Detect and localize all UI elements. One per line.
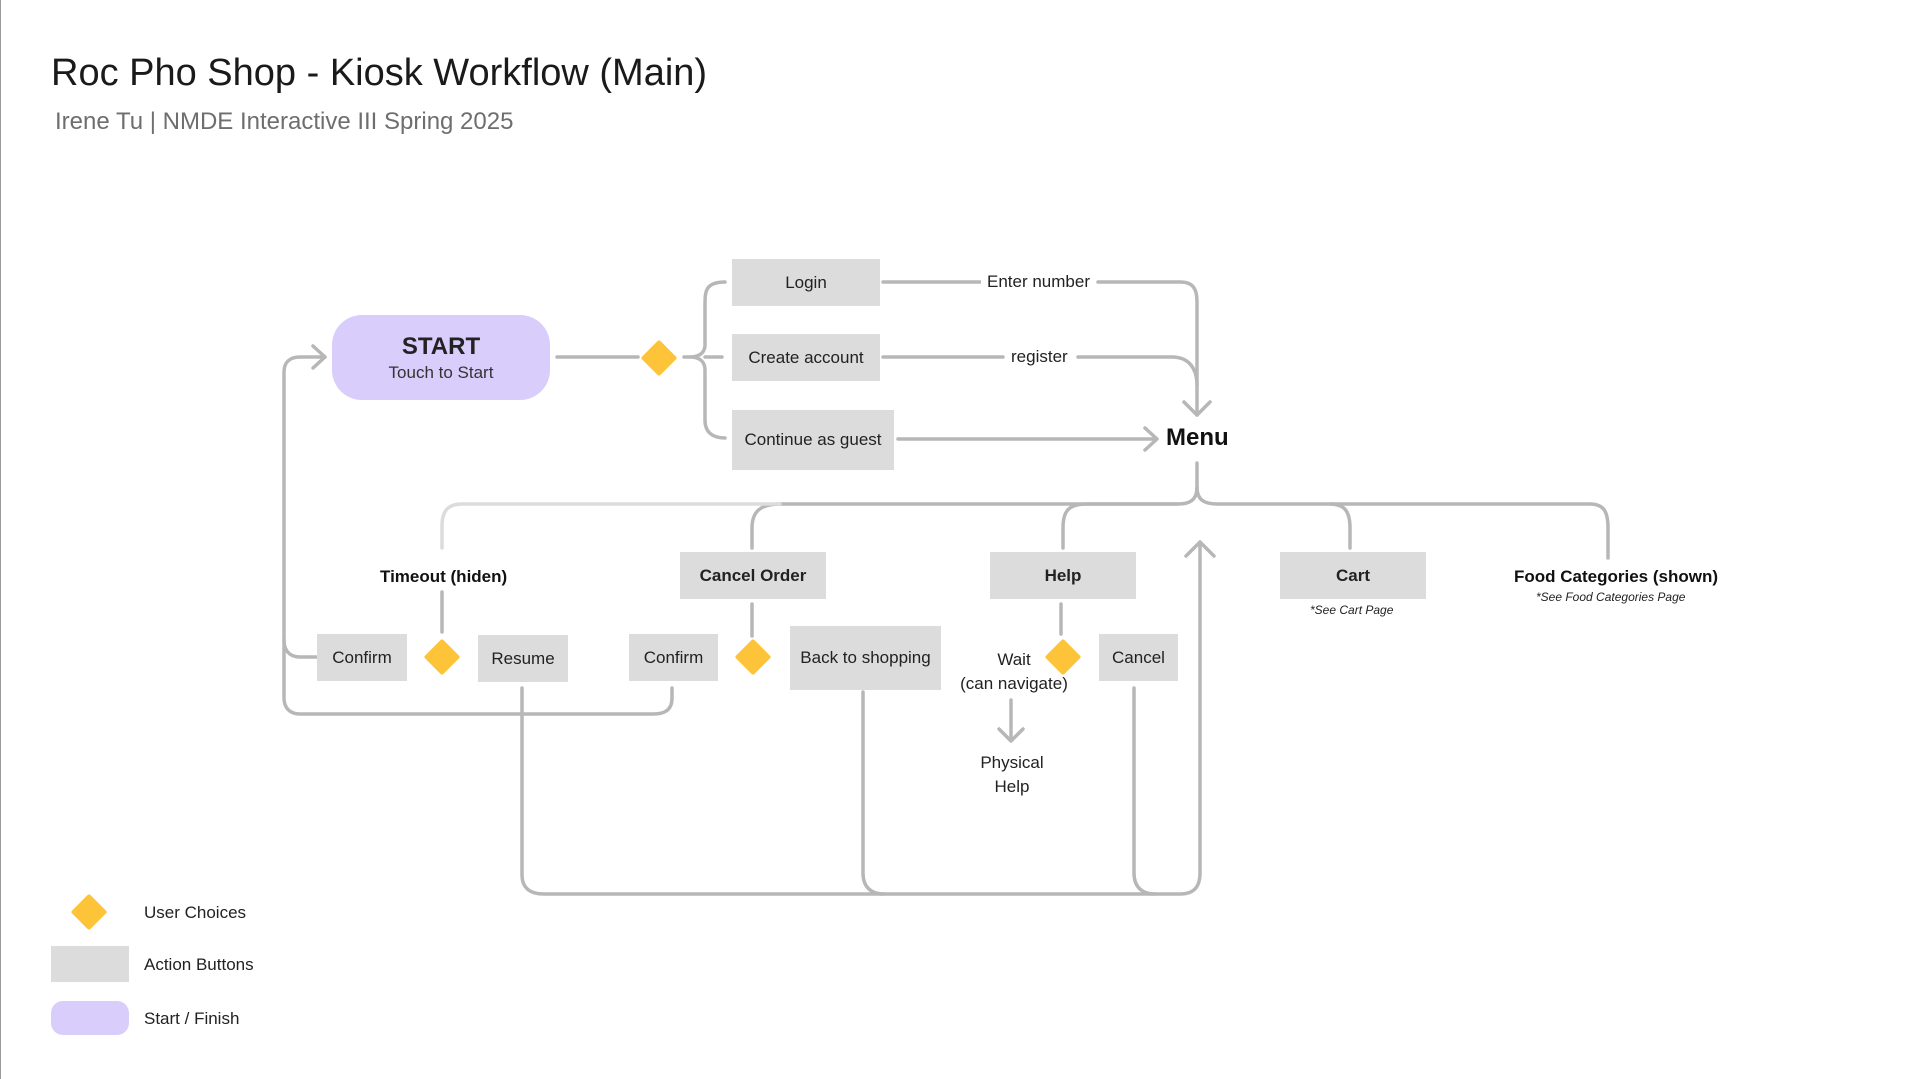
cancel-confirm-to-start-line	[282, 638, 674, 716]
create-edge-label: register	[1005, 347, 1074, 367]
cart-button[interactable]: Cart	[1280, 552, 1426, 599]
physical-help-label: Physical	[980, 753, 1044, 772]
diagram-title: Roc Pho Shop - Kiosk Workflow (Main)	[51, 52, 708, 94]
food-categories-label: Food Categories (shown)	[1514, 567, 1718, 586]
menu-arrowhead-left	[1143, 426, 1159, 452]
help-cancel-button[interactable]: Cancel	[1099, 634, 1178, 681]
timeout-resume-button[interactable]: Resume	[478, 635, 568, 682]
start-subtitle: Touch to Start	[388, 362, 494, 382]
create-to-menu-line	[1076, 355, 1199, 387]
cancel-order-button[interactable]: Cancel Order	[680, 552, 826, 599]
login-edge-label: Enter number	[981, 272, 1096, 292]
wait-label: Wait	[997, 650, 1031, 669]
legend-start-finish: Start / Finish	[144, 1009, 240, 1028]
legend-start-swatch	[51, 1001, 129, 1035]
entry-bracket	[688, 280, 727, 440]
physical-help-sublabel: Help	[994, 777, 1030, 796]
continue-as-guest-button[interactable]: Continue as guest	[732, 410, 894, 470]
legend-action-swatch	[51, 946, 129, 982]
legend-user-choices: User Choices	[144, 903, 247, 922]
food-categories-note: *See Food Categories Page	[1536, 590, 1686, 604]
start-node[interactable]: START Touch to Start	[332, 315, 550, 400]
cancel-order-confirm-button[interactable]: Confirm	[629, 634, 718, 681]
physical-help-arrowhead	[997, 727, 1025, 743]
create-account-button[interactable]: Create account	[732, 334, 880, 381]
login-to-menu-line	[1096, 280, 1199, 417]
cart-note: *See Cart Page	[1310, 603, 1394, 617]
timeout-confirm-button[interactable]: Confirm	[317, 634, 407, 681]
menu-return-arrowhead	[1184, 540, 1216, 558]
help-button[interactable]: Help	[990, 552, 1136, 599]
diagram-subtitle: Irene Tu | NMDE Interactive III Spring 2…	[55, 108, 514, 135]
start-arrowhead	[311, 344, 327, 370]
legend-action-buttons: Action Buttons	[144, 955, 254, 974]
start-title: START	[401, 332, 481, 360]
menu-arrowhead-top	[1182, 400, 1212, 417]
timeout-label: Timeout (hiden)	[380, 567, 508, 586]
page-border	[0, 0, 1, 1079]
physical-help-node: Physical Help	[960, 751, 1064, 799]
wait-sublabel: (can navigate)	[960, 674, 1068, 693]
menu-node: Menu	[1166, 424, 1229, 451]
timeout-confirm-to-start-line	[282, 355, 327, 659]
back-to-shopping-button[interactable]: Back to shopping	[790, 626, 941, 690]
wait-node: Wait (can navigate)	[955, 648, 1073, 696]
return-to-menu-line	[520, 543, 1202, 896]
login-button[interactable]: Login	[732, 259, 880, 306]
